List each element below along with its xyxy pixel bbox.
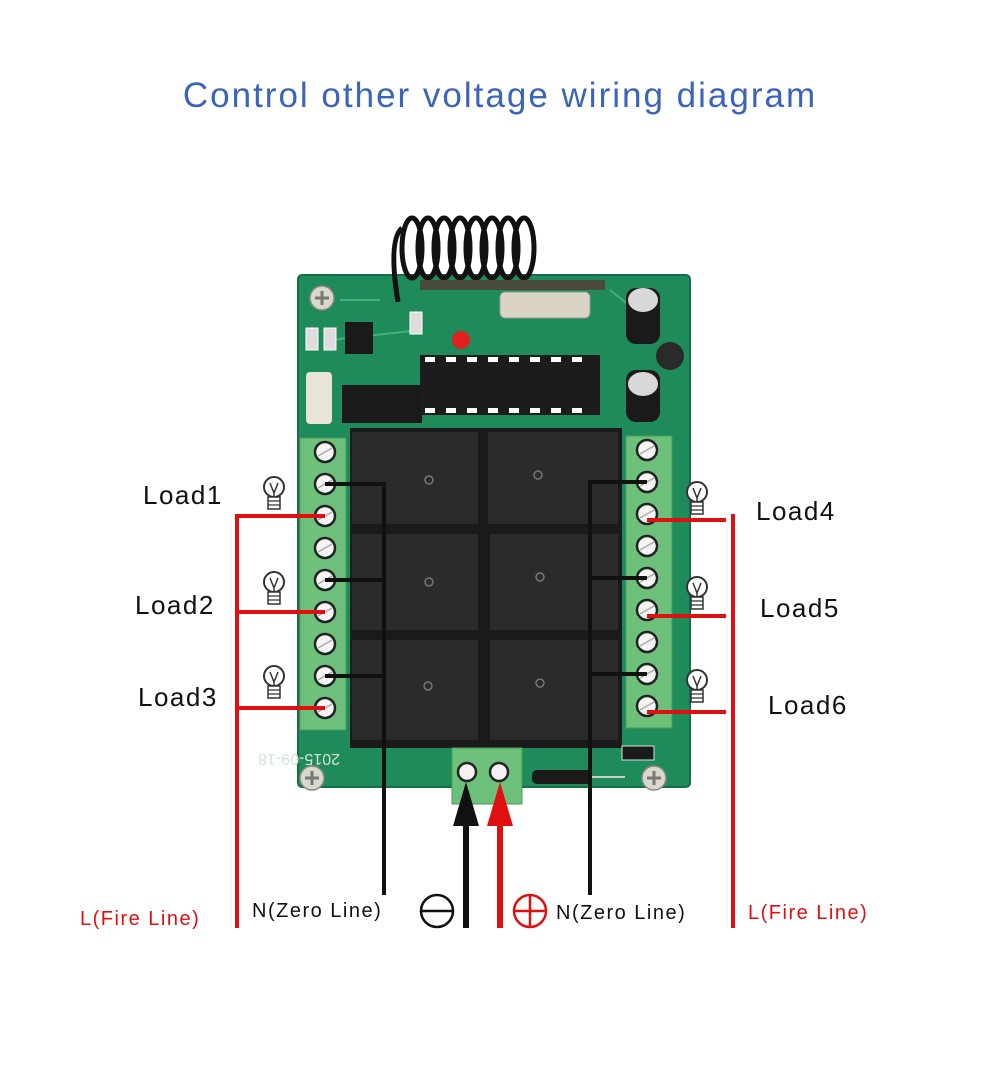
light-bulb-icon [686,669,708,703]
minus-circle-icon [419,893,455,929]
mounting-screw-icon [641,765,667,791]
mounting-screw-icon [309,285,335,311]
left-fire-line-label: L(Fire Line) [80,908,201,930]
screw-slot [639,605,655,615]
screw-slot [639,637,655,647]
diagram-title: Control other voltage wiring diagram [182,76,818,115]
load-label-4: Load4 [756,496,836,526]
relay-block [350,428,622,748]
load-label-6: Load6 [768,690,848,720]
mounting-screw-icon [299,765,325,791]
light-bulb-icon [686,481,708,515]
screw-slot [639,541,655,551]
load-label-1: Load1 [143,480,223,510]
screw-slot [639,701,655,711]
light-bulb-icon [686,576,708,610]
led-indicator [452,331,470,349]
board-date-marking: 2015-09-18 [258,750,340,767]
capacitor [626,288,660,344]
load-label-5: Load5 [760,593,840,623]
screw-slot [639,509,655,519]
right-zero-line-label: N(Zero Line) [556,902,687,924]
light-bulb-icon [263,665,285,699]
negative-power-arrow [453,782,479,928]
screw-slot [317,543,333,553]
right-fire-line-label: L(Fire Line) [748,902,869,924]
screw-slot [317,639,333,649]
load-label-2: Load2 [135,590,215,620]
light-bulb-icon [263,476,285,510]
screw-slot [317,447,333,457]
capacitor [626,370,660,422]
light-bulb-icon [263,571,285,605]
positive-power-arrow [487,782,513,928]
screw-slot [639,445,655,455]
plus-circle-icon [512,893,548,929]
antenna-coil [391,215,537,303]
left-zero-line-label: N(Zero Line) [252,900,383,922]
load-label-3: Load3 [138,682,218,712]
